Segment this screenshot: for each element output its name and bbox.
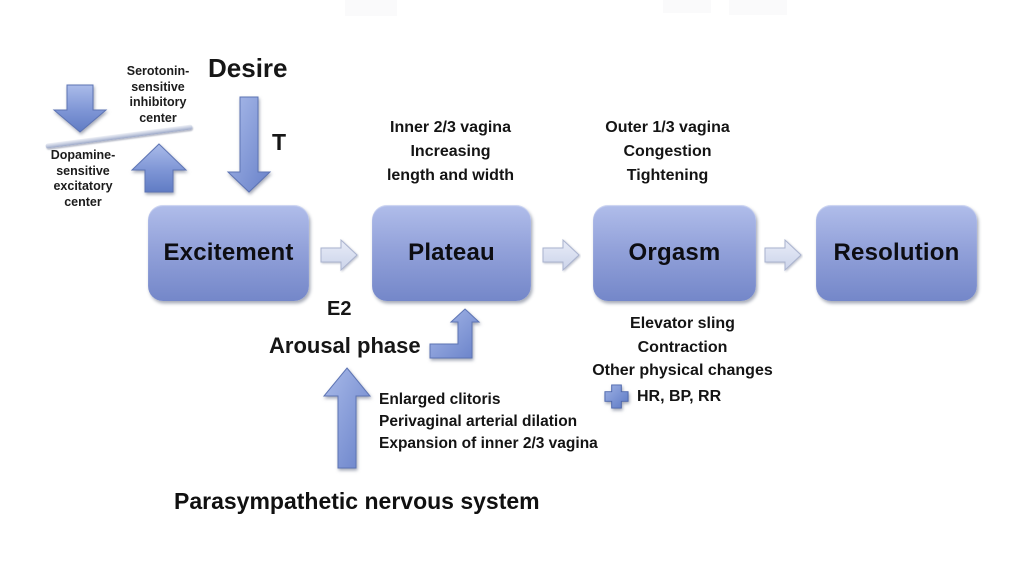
orgasm-effect-item: Other physical changes	[592, 362, 773, 379]
plateau-note: Inner 2/3 vagina Increasing length and w…	[386, 119, 515, 184]
stage-box-resolution: Resolution	[816, 205, 977, 301]
arousal-phase-label: Arousal phase	[269, 333, 421, 358]
stage-label: Plateau	[408, 239, 495, 266]
vitals-increase-row: HR, BP, RR	[603, 383, 721, 410]
parasympathetic-up-arrow-icon	[322, 367, 372, 469]
top-edge-artifact	[663, 0, 711, 13]
plus-icon	[604, 384, 629, 409]
top-edge-artifact	[729, 0, 787, 15]
arousal-effect-item: Perivaginal arterial dilation	[379, 413, 578, 430]
testosterone-label: T	[272, 129, 287, 155]
flow-arrow-icon	[542, 238, 580, 272]
orgasm-effect-item: Elevator sling	[630, 315, 735, 332]
stage-label: Resolution	[833, 239, 960, 266]
desire-title: Desire	[208, 53, 288, 83]
arousal-effect-item: Enlarged clitoris	[379, 391, 501, 408]
top-edge-artifact	[345, 0, 397, 16]
estradiol-label: E2	[327, 298, 352, 320]
stage-box-plateau: Plateau	[372, 205, 531, 301]
stage-box-orgasm: Orgasm	[593, 205, 756, 301]
flow-arrow-icon	[320, 238, 358, 272]
arousal-effect-item: Expansion of inner 2/3 vagina	[379, 435, 598, 452]
stage-label: Excitement	[163, 239, 294, 266]
dopamine-excitatory-center-label: Dopamine- sensitive excitatory center	[50, 148, 116, 209]
orgasm-effect-item: Contraction	[637, 338, 728, 356]
elbow-up-arrow-icon	[429, 308, 481, 359]
parasympathetic-label: Parasympathetic nervous system	[174, 488, 540, 514]
serotonin-inhibitory-center-label: Serotonin- sensitive inhibitory center	[126, 64, 190, 125]
stage-label: Orgasm	[628, 239, 721, 266]
inhibition-down-arrow-icon	[52, 84, 108, 133]
orgasm-note: Outer 1/3 vagina Congestion Tightening	[605, 119, 730, 184]
excitation-up-arrow-icon	[130, 143, 188, 193]
arousal-effects-list: Enlarged clitoris Perivaginal arterial d…	[379, 389, 598, 455]
orgasm-effects-list: Elevator sling Contraction Other physica…	[580, 312, 785, 383]
desire-down-arrow-icon	[226, 96, 272, 193]
flow-arrow-icon	[764, 238, 802, 272]
stage-box-excitement: Excitement	[148, 205, 309, 301]
vitals-label: HR, BP, RR	[637, 387, 722, 405]
